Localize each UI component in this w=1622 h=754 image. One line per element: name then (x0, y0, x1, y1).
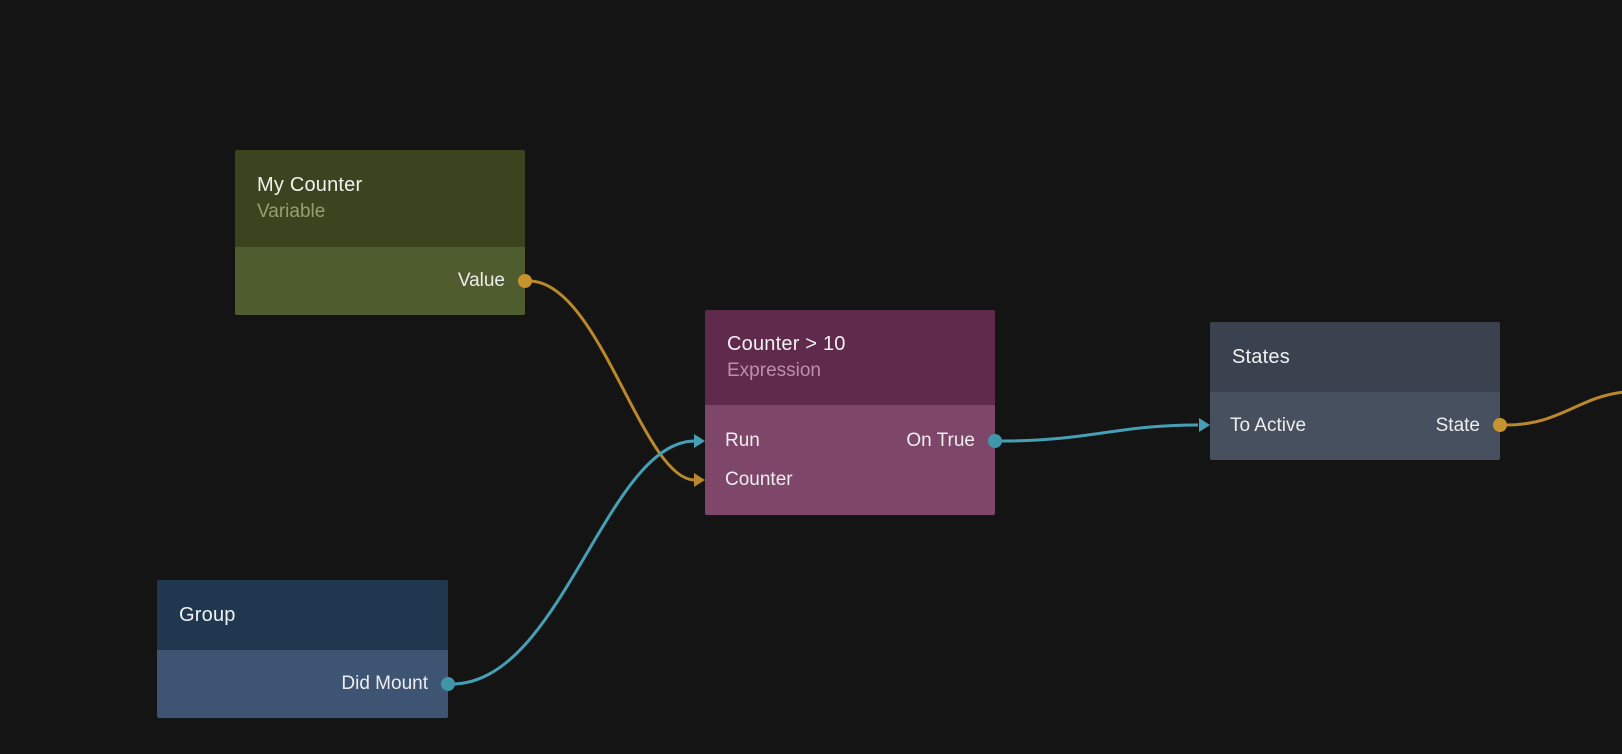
wire-didmount-to-run[interactable] (452, 439, 695, 686)
node-title: Group (179, 603, 236, 626)
node-body: Value (235, 247, 525, 315)
port-label-did-mount: Did Mount (341, 673, 428, 694)
node-header[interactable]: My Counter Variable (235, 150, 525, 247)
input-arrow-counter[interactable] (694, 473, 705, 487)
port-row-counter: Counter (705, 460, 995, 499)
port-label-to-active: To Active (1230, 415, 1307, 436)
input-arrow-to-active[interactable] (1199, 418, 1210, 432)
node-body: To Active State (1210, 392, 1500, 460)
node-header[interactable]: States (1210, 322, 1500, 392)
port-row-value: Value (235, 247, 525, 315)
node-title: States (1232, 345, 1290, 368)
port-row-run-ontrue: Run On True (705, 421, 995, 460)
node-counter-gt-10[interactable]: Counter > 10 Expression Run On True Coun… (705, 310, 995, 515)
node-body: Did Mount (157, 650, 448, 718)
port-label-counter: Counter (725, 468, 793, 490)
wire-ontrue-to-toactive[interactable] (1000, 423, 1199, 443)
node-title: Counter > 10 (727, 333, 846, 355)
input-arrow-run[interactable] (694, 434, 705, 448)
node-states[interactable]: States To Active State (1210, 322, 1500, 460)
node-my-counter[interactable]: My Counter Variable Value (235, 150, 525, 315)
node-header[interactable]: Group (157, 580, 448, 650)
node-header[interactable]: Counter > 10 Expression (705, 310, 995, 405)
port-label-state: State (1435, 415, 1480, 436)
wire-value-to-counter[interactable] (529, 279, 695, 482)
node-title: My Counter (257, 174, 363, 196)
node-group[interactable]: Group Did Mount (157, 580, 448, 718)
port-label-run: Run (725, 429, 760, 451)
port-row-toactive-state: To Active State (1210, 392, 1500, 460)
port-label-on-true: On True (906, 429, 975, 451)
port-row-did-mount: Did Mount (157, 650, 448, 718)
wire-state-to-offscreen[interactable] (1505, 390, 1622, 427)
node-subtitle: Variable (257, 201, 326, 222)
port-label-value: Value (457, 270, 505, 291)
node-subtitle: Expression (727, 360, 821, 381)
node-body: Run On True Counter (705, 405, 995, 515)
